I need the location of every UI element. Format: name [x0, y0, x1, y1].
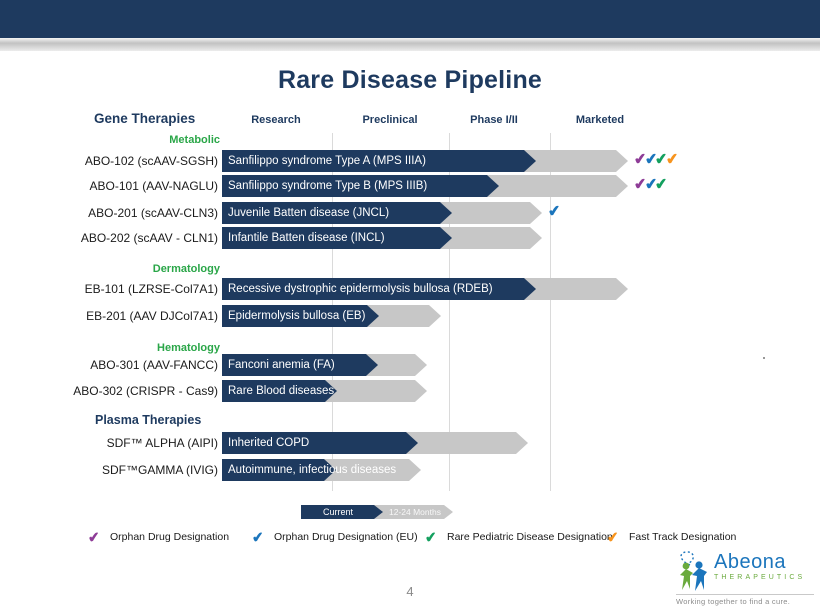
row-product-label: ABO-301 (AAV-FANCC) — [90, 358, 218, 372]
row-product-label: ABO-302 (CRISPR - Cas9) — [73, 384, 218, 398]
pipeline-bar-current — [222, 227, 452, 249]
green-check-icon: ✔ — [654, 175, 669, 194]
pipeline-bar-current — [222, 432, 418, 454]
row-product-label: SDF™ ALPHA (AIPI) — [106, 436, 218, 450]
stage-gridline — [449, 133, 450, 491]
designation-legend-label: Orphan Drug Designation (EU) — [274, 531, 418, 543]
stray-dot — [763, 357, 765, 359]
blue-check-icon: ✔ — [251, 528, 265, 546]
abeona-logo-tagline: Working together to find a cure. — [676, 594, 814, 606]
blue-check-icon: ✔ — [547, 202, 562, 221]
stage-legend-future-label: 12-24 Months — [389, 507, 441, 517]
bar-indication-label: Sanfilippo syndrome Type B (MPS IIIB) — [228, 180, 428, 192]
pipeline-bar-current — [222, 278, 536, 300]
bar-indication-label: Sanfilippo syndrome Type A (MPS IIIA) — [228, 155, 426, 167]
pipeline-bar-current — [222, 305, 379, 327]
abeona-logo: Abeona THERAPEUTICS Working together to … — [676, 551, 814, 606]
section-label-metabolic: Metabolic — [169, 134, 220, 146]
page-title: Rare Disease Pipeline — [277, 66, 543, 94]
orange-check-icon: ✔ — [606, 528, 620, 546]
abeona-logo-name: Abeona — [714, 551, 786, 573]
pipeline-bar-current — [222, 459, 336, 481]
bar-indication-label: Epidermolysis bullosa (EB) — [228, 310, 366, 322]
abeona-logo-subtitle: THERAPEUTICS — [714, 574, 806, 581]
pipeline-bar-current — [222, 150, 536, 172]
purple-check-icon: ✔ — [87, 528, 101, 546]
green-check-icon: ✔ — [424, 528, 438, 546]
gene-therapies-header: Gene Therapies — [94, 111, 196, 126]
bar-indication-label: Recessive dystrophic epidermolysis bullo… — [228, 283, 493, 295]
row-designation-checks: ✔✔✔✔ — [633, 150, 680, 172]
top-banner-shadow-strip — [0, 38, 820, 51]
plasma-therapies-header: Plasma Therapies — [95, 413, 202, 427]
designation-legend-label: Orphan Drug Designation — [110, 531, 230, 543]
row-product-label: ABO-201 (scAAV-CLN3) — [88, 206, 218, 220]
pipeline-bar-current — [222, 354, 378, 376]
section-label-dermatology: Dermatology — [152, 263, 220, 275]
page-number: 4 — [406, 584, 414, 599]
row-product-label: SDF™GAMMA (IVIG) — [101, 463, 218, 477]
bar-indication-label: Infantile Batten disease (INCL) — [228, 232, 385, 244]
designation-legend-label: Rare Pediatric Disease Designation — [447, 531, 613, 543]
column-header-marketed: Marketed — [575, 114, 625, 126]
row-product-label: ABO-202 (scAAV - CLN1) — [80, 231, 218, 245]
row-designation-checks: ✔✔✔ — [633, 175, 669, 197]
stage-gridline — [550, 133, 551, 491]
bar-indication-label: Autoimmune, infectious diseases — [228, 464, 397, 476]
pipeline-bar-current — [222, 202, 452, 224]
row-product-label: ABO-101 (AAV-NAGLU) — [89, 179, 218, 193]
bar-indication-label: Fanconi anemia (FA) — [228, 359, 335, 371]
stage-legend-current-label: Current — [322, 507, 353, 517]
top-banner — [0, 0, 820, 38]
row-product-label: EB-101 (LZRSE-Col7A1) — [84, 282, 218, 296]
designation-legend-label: Fast Track Designation — [629, 531, 737, 543]
bar-indication-label: Rare Blood diseases — [228, 385, 335, 397]
column-header-phase-i-ii: Phase I/II — [470, 114, 518, 126]
pipeline-bar-current — [222, 175, 499, 197]
column-header-research: Research — [251, 114, 301, 126]
column-header-preclinical: Preclinical — [362, 114, 418, 126]
row-designation-checks: ✔ — [547, 202, 562, 224]
row-product-label: EB-201 (AAV DJCol7A1) — [86, 309, 218, 323]
pipeline-bar-current — [222, 380, 337, 402]
abeona-logo-figures-icon — [680, 551, 707, 591]
bar-indication-label: Juvenile Batten disease (JNCL) — [228, 207, 390, 219]
stage-legend-current-arrow — [301, 505, 383, 519]
section-label-hematology: Hematology — [157, 342, 220, 354]
orange-check-icon: ✔ — [664, 150, 680, 169]
row-product-label: ABO-102 (scAAV-SGSH) — [84, 154, 218, 168]
bar-indication-label: Inherited COPD — [228, 437, 310, 449]
